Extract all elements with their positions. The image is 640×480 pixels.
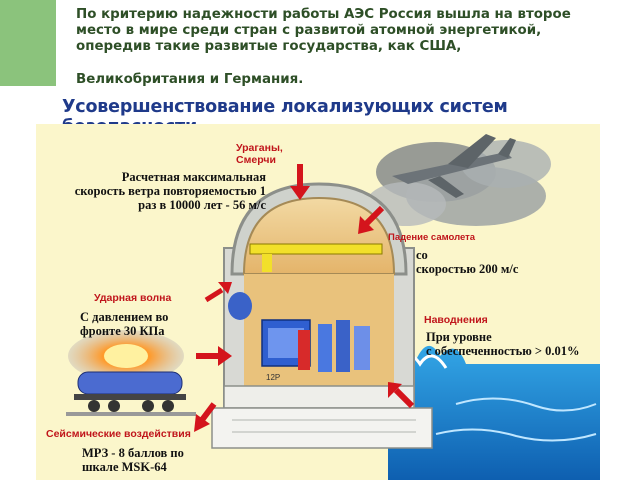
plant-diagram: 12P [66, 134, 600, 480]
seismic-arrow [194, 402, 217, 432]
left-small-arrow [204, 282, 232, 303]
building-marker-label: 12P [266, 373, 280, 382]
header-line-1: По критерию надежности работы АЭС Россия… [76, 7, 571, 22]
shockwave-label: Ударная волна [94, 292, 172, 304]
shockwave-text: С давлением во фронте 30 КПа [80, 310, 169, 338]
header-accent-tab [0, 0, 56, 86]
airplane-icon [392, 134, 516, 198]
header-line-2: место в мире среди стран с развитой атом… [76, 23, 542, 38]
seismic-text: МРЗ - 8 баллов по шкале MSK-64 [82, 446, 184, 474]
storm-cloud [366, 140, 551, 226]
header-line-3: опередив такие развитые государства, как… [76, 39, 462, 54]
wind-text: Расчетная максимальная скорость ветра по… [74, 170, 266, 212]
plane-text: со скоростью 200 м/с [416, 248, 519, 276]
header-line-4: Великобритания и Германия. [76, 72, 304, 87]
flood-label: Наводнения [424, 314, 488, 326]
hurricanes-label: Ураганы, Смерчи [236, 142, 283, 166]
reactor-building [211, 182, 433, 449]
header-text: По критерию надежности работы АЭС Россия… [76, 7, 624, 88]
flood-arrow [388, 382, 415, 409]
explosion-icon [68, 330, 184, 382]
shockwave-arrow [196, 346, 232, 366]
plane-arrow [358, 205, 385, 234]
hurricane-arrow [290, 164, 310, 200]
plane-label: Падение самолета [388, 232, 476, 243]
flood-text: При уровне с обеспеченностью > 0.01% [426, 330, 580, 358]
seismic-label: Сейсмические воздействия [46, 428, 191, 440]
diagram-panel: 12P Ураганы, Смерчи Расчетная максимальн… [36, 124, 600, 480]
tank-car-icon [66, 371, 196, 416]
flood-water [388, 345, 600, 480]
